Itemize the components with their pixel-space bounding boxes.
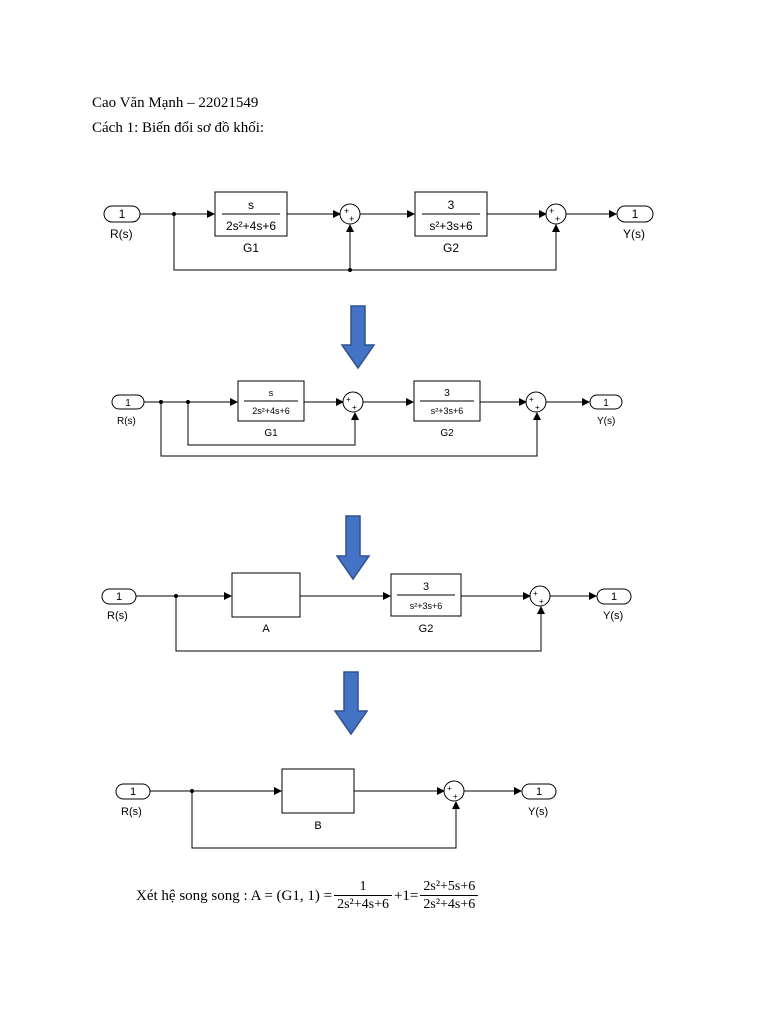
g2-denominator: s²+3s+6 [410, 601, 443, 611]
output-port-value: 1 [611, 591, 617, 603]
fraction-1-denominator: 2s²+4s+6 [334, 895, 392, 914]
plus-sign: + [344, 206, 349, 216]
transform-arrow-3 [333, 671, 369, 736]
method-heading: Cách 1: Biến đổi sơ đồ khối: [92, 120, 265, 136]
plus-sign: + [555, 214, 560, 224]
fraction-1: 1 2s²+4s+6 [334, 878, 392, 914]
g2-label: G2 [443, 241, 459, 255]
plus-sign: + [352, 403, 357, 412]
g2-denominator: s²+3s+6 [431, 406, 464, 416]
output-port-value: 1 [603, 398, 609, 409]
b-block[interactable] [281, 768, 355, 814]
feedforward-path [173, 214, 560, 271]
g2-label: G2 [440, 428, 454, 439]
plus-sign: + [447, 784, 452, 793]
plus-sign: + [346, 395, 351, 404]
input-port-value: 1 [130, 786, 136, 798]
g1-label: G1 [243, 241, 259, 255]
formula-plus-one: +1= [393, 887, 419, 904]
output-port[interactable] [521, 783, 557, 800]
b-label: B [314, 820, 321, 832]
plus-sign: + [539, 597, 544, 606]
output-label: Y(s) [528, 806, 548, 818]
plus-sign: + [453, 792, 458, 801]
g2-numerator: 3 [423, 581, 429, 593]
output-port[interactable] [596, 588, 632, 605]
plus-sign: + [549, 206, 554, 216]
plus-sign: + [349, 214, 354, 224]
output-port-value: 1 [632, 207, 639, 221]
author-line: Cao Văn Mạnh – 22021549 [92, 95, 259, 111]
g1-label: G1 [264, 428, 278, 439]
diagram-2: 1 R(s) s 2s²+4s+6 G1 + + 3 s²+3s+6 G2 + … [111, 380, 623, 457]
parallel-system-formula: Xét hệ song song : A = (G1, 1) = 1 2s²+4… [136, 878, 480, 914]
g1-denominator: 2s²+4s+6 [226, 219, 276, 233]
g2-numerator: 3 [448, 198, 455, 212]
output-label: Y(s) [597, 416, 615, 427]
transform-arrow-1 [340, 305, 376, 370]
input-port-value: 1 [125, 398, 131, 409]
feedforward-path [187, 402, 359, 446]
input-label: R(s) [117, 416, 136, 427]
fraction-2-numerator: 2s²+5s+6 [423, 879, 476, 894]
fraction-2-denominator: 2s²+4s+6 [420, 895, 479, 914]
output-label: Y(s) [623, 227, 645, 241]
output-label: Y(s) [603, 610, 623, 622]
feedforward-path [160, 402, 541, 457]
feedforward-path [191, 791, 460, 849]
g1-numerator: s [248, 198, 254, 212]
input-label: R(s) [110, 227, 133, 241]
plus-sign: + [535, 403, 540, 412]
fraction-1-numerator: 1 [359, 879, 367, 894]
output-port-value: 1 [536, 786, 542, 798]
diagram-3: 1 R(s) A 3 s²+3s+6 G2 + + 1 Y(s) [101, 572, 632, 652]
input-port-value: 1 [116, 591, 122, 603]
plus-sign: + [529, 395, 534, 404]
input-label: R(s) [121, 806, 142, 818]
g2-numerator: 3 [444, 388, 450, 399]
a-label: A [262, 623, 270, 635]
input-port-value: 1 [119, 207, 126, 221]
fraction-2: 2s²+5s+6 2s²+4s+6 [420, 878, 479, 914]
output-port[interactable] [616, 205, 654, 223]
plus-sign: + [533, 589, 538, 598]
transform-arrow-2 [335, 515, 371, 581]
diagram-1: 1 R(s) s 2s²+4s+6 G1 + + 3 s²+3s+6 G2 + … [103, 191, 654, 272]
formula-intro: Xét hệ song song : A = (G1, 1) = [136, 887, 333, 904]
g2-label: G2 [419, 623, 434, 635]
a-block[interactable] [231, 572, 301, 618]
g2-denominator: s²+3s+6 [429, 219, 473, 233]
output-port[interactable] [589, 394, 623, 410]
diagram-4: 1 R(s) B + + 1 Y(s) [115, 768, 557, 849]
feedforward-path [175, 596, 545, 652]
g1-numerator: s [269, 388, 274, 398]
input-label: R(s) [107, 610, 128, 622]
g1-denominator: 2s²+4s+6 [252, 406, 290, 416]
